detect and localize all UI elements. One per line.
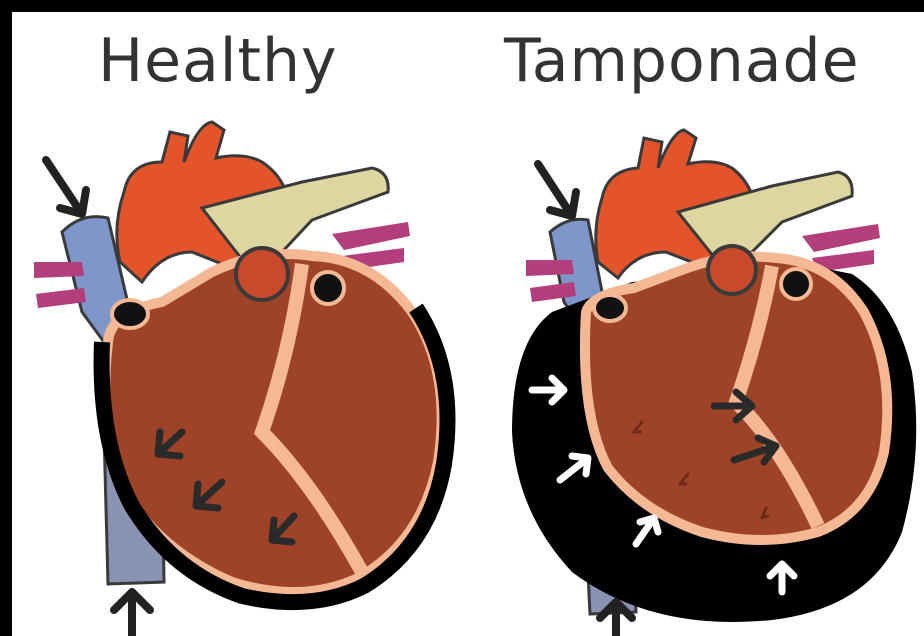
tamponade-left-atrium-opening — [781, 269, 811, 299]
tamponade-right-atrium-opening — [594, 295, 626, 321]
tamponade-heart — [12, 12, 924, 636]
diagram-canvas: Healthy Tamponade — [12, 12, 924, 636]
inflow-arrow-top — [538, 164, 576, 216]
tamponade-aortic-valve — [708, 246, 756, 294]
